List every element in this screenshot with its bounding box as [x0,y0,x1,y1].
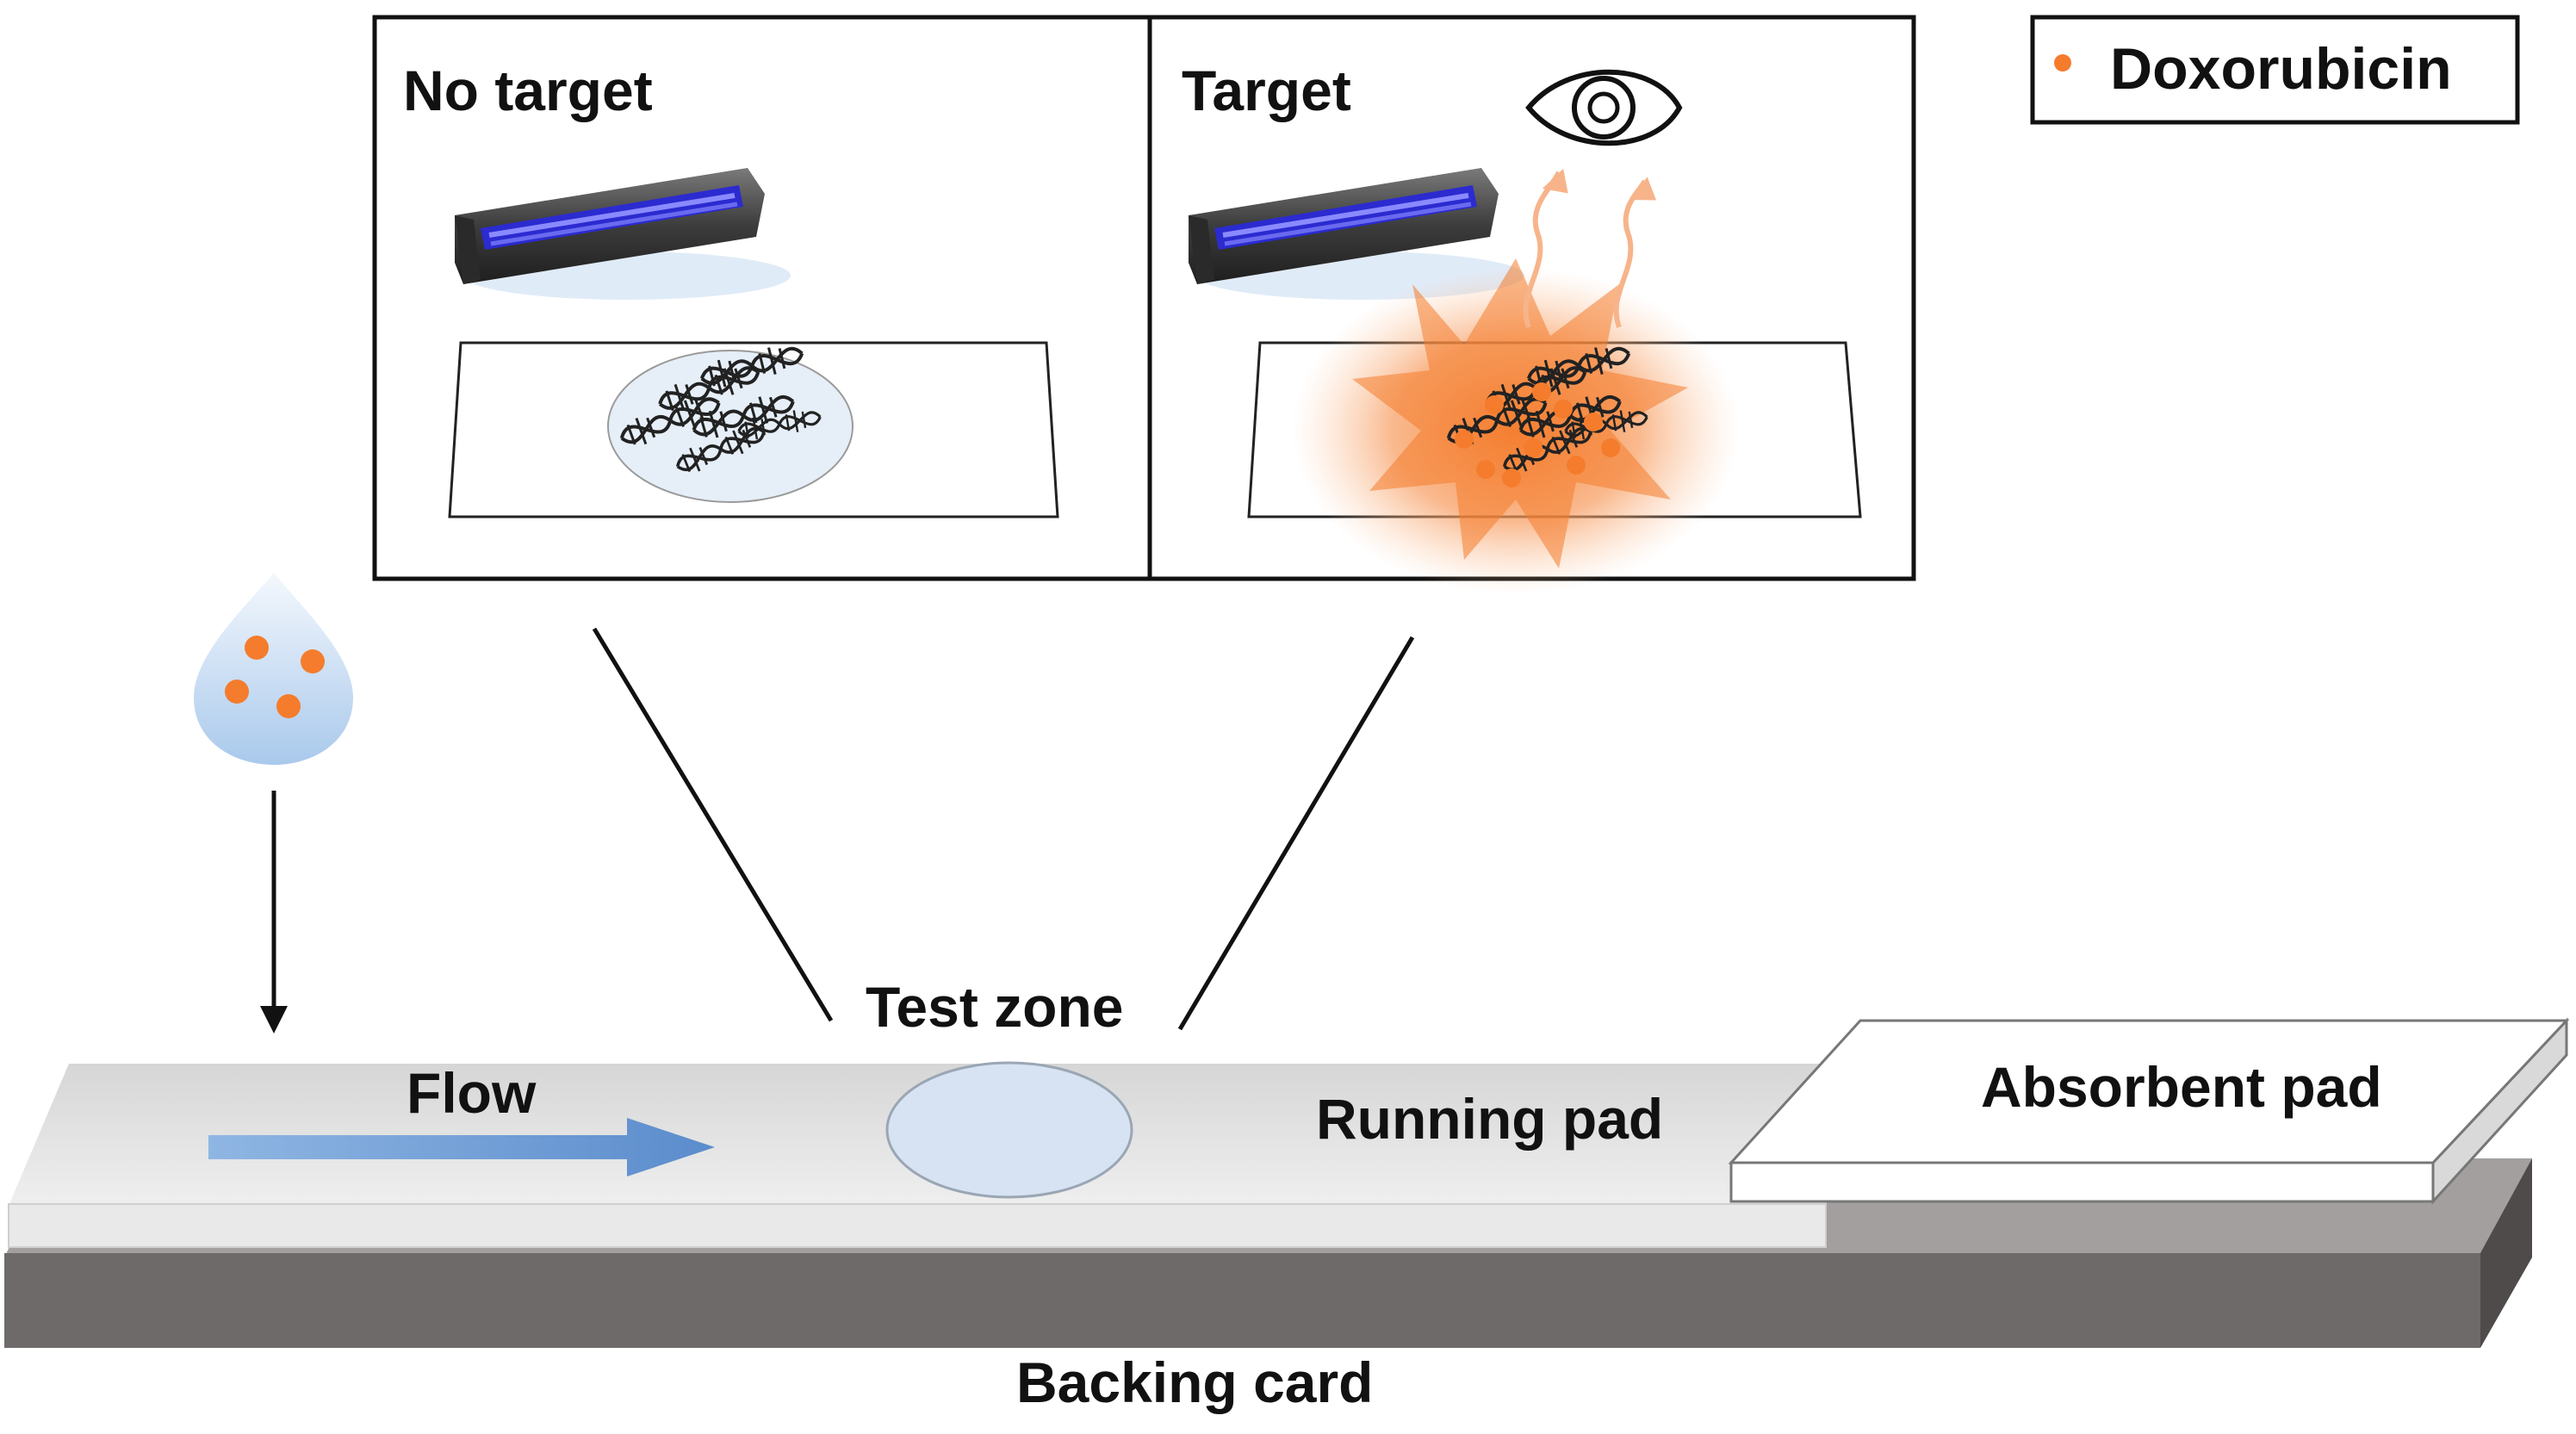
zoom-line [592,627,834,1022]
panel-target-label: Target [1182,59,1351,122]
legend-dot [2054,54,2071,71]
arrowhead [260,1006,288,1034]
running-pad-label: Running pad [1316,1087,1663,1151]
doxorubicin-dot [1455,382,1620,487]
backing-card-label: Backing card [1016,1350,1374,1414]
doxorubicin-dot [225,636,325,718]
sample-droplet [194,573,353,765]
absorbent-pad-label: Absorbent pad [1981,1055,2382,1119]
flow-arrow [208,1118,715,1176]
backing-card-side [2480,1158,2532,1348]
legend-box [2030,15,2520,125]
running-pad-front [8,1203,1827,1248]
flow-label: Flow [407,1061,537,1125]
zoom-line [1177,636,1415,1031]
arrowhead [1542,168,1568,194]
panel-no-target-label: No target [403,59,653,122]
backing-card [4,1253,2480,1348]
eye-icon [1525,69,1683,146]
test-zone-label: Test zone [866,975,1123,1039]
legend-label: Doxorubicin [2110,36,2452,102]
arrowhead [1629,177,1657,201]
test-zone [885,1061,1133,1199]
absorbent-pad-front [1729,1161,2435,1203]
